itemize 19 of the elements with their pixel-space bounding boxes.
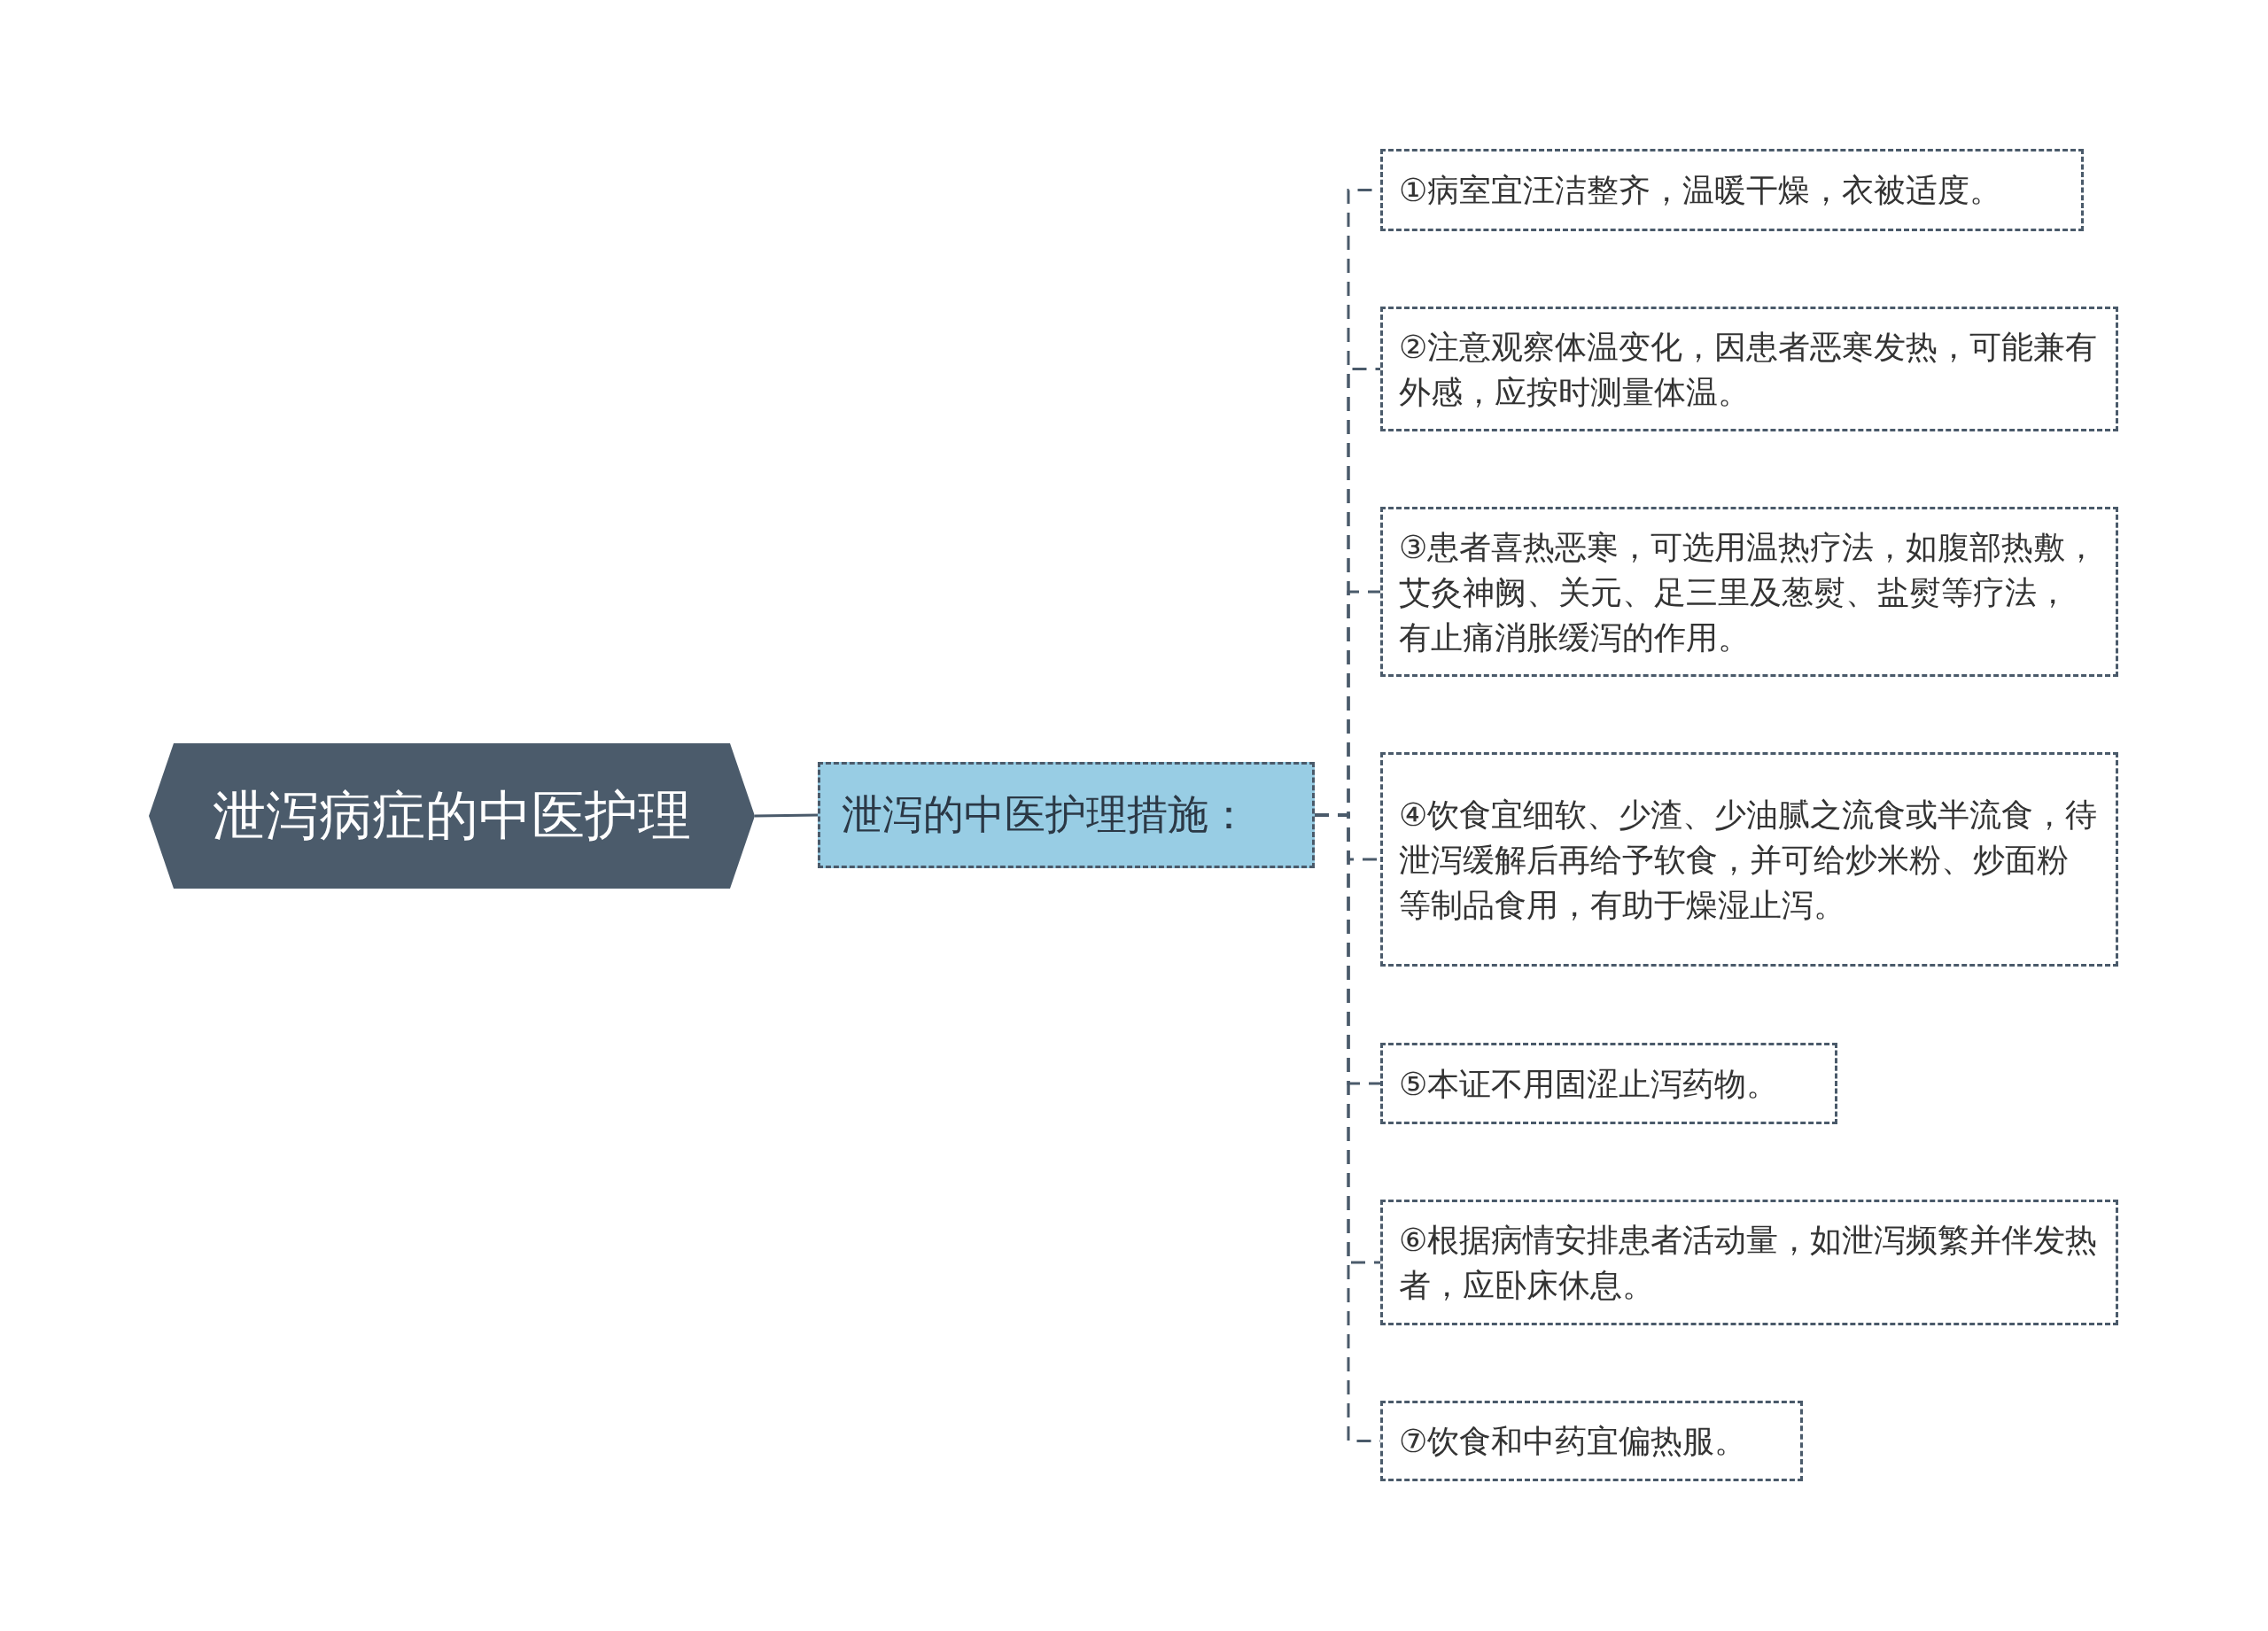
- note-box: [1380, 1401, 1803, 1481]
- note-text: ③患者喜热恶寒，可选用温热疗法，如腹部热敷，艾灸神阙、关元、足三里及葱熨、盐熨等疗法，有止痛消胀缓泻的作用。: [1399, 527, 2099, 657]
- note-text: ①病室宜汪洁整齐，温暖干燥，衣被适度。: [1399, 171, 2002, 210]
- note-text: ⑥根据病情安排患者活动量，如泄泻频繁并伴发热者，应卧床休息。: [1399, 1221, 2099, 1305]
- note-text: ⑦饮食和中药宜偏热服。: [1399, 1422, 1747, 1461]
- topic-text: 泄泻病症的中医护理: [213, 782, 691, 848]
- note-text: ⑤本证不用固涩止泻药物。: [1399, 1064, 1779, 1104]
- note-box: [1380, 307, 2118, 431]
- note-box: [1380, 507, 2118, 677]
- note-box: [1380, 1043, 1837, 1124]
- subtopic-text: 泄泻的中医护理措施：: [842, 789, 1249, 840]
- subtopic-box: [818, 762, 1315, 868]
- note-box: [1380, 149, 2084, 231]
- note-text: ④饮食宜细软、少渣、少油腻之流食或半流食，待泄泻缓解后再给予软食，并可给炒米粉、炒面粉等制品食用，有助于燥湿止泻。: [1399, 795, 2099, 925]
- note-box: [1380, 752, 2118, 967]
- note-box: [1380, 1200, 2118, 1325]
- connector: [754, 813, 819, 818]
- hexagon-topic: [149, 743, 755, 889]
- note-text: ②注意观察体温变化，因患者恶寒发热，可能兼有外感，应按时测量体温。: [1399, 327, 2099, 412]
